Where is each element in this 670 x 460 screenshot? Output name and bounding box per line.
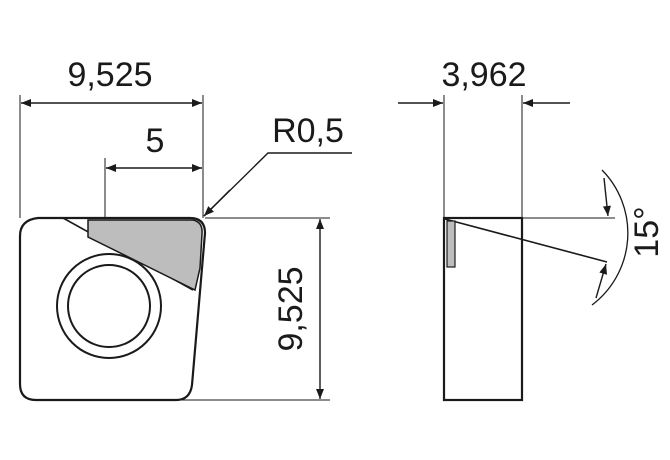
chip-breaker-land: [446, 220, 456, 268]
height-label: 9,525: [272, 266, 310, 351]
land-label: 5: [146, 122, 165, 160]
radius-leader-arrow: [203, 189, 231, 217]
cutting-edge-land: [87, 219, 203, 292]
side-body: [442, 216, 524, 402]
rake-face-line: [444, 218, 608, 263]
width-label: 9,525: [67, 56, 152, 94]
angle-arrow-top: [602, 177, 611, 217]
radius-label: R0,5: [272, 112, 344, 150]
hole-outer: [56, 253, 162, 359]
front-view: 9,525 5 R0,5 9,525: [18, 56, 352, 402]
thickness-label: 3,962: [441, 56, 526, 94]
angle-label: 15°: [628, 206, 666, 257]
angle-arc: [591, 169, 629, 306]
angle-arrow-bottom: [595, 263, 608, 299]
radius-leader-line: [203, 152, 352, 217]
hole-inner: [67, 264, 151, 348]
side-view: 3,962 15°: [398, 56, 666, 402]
